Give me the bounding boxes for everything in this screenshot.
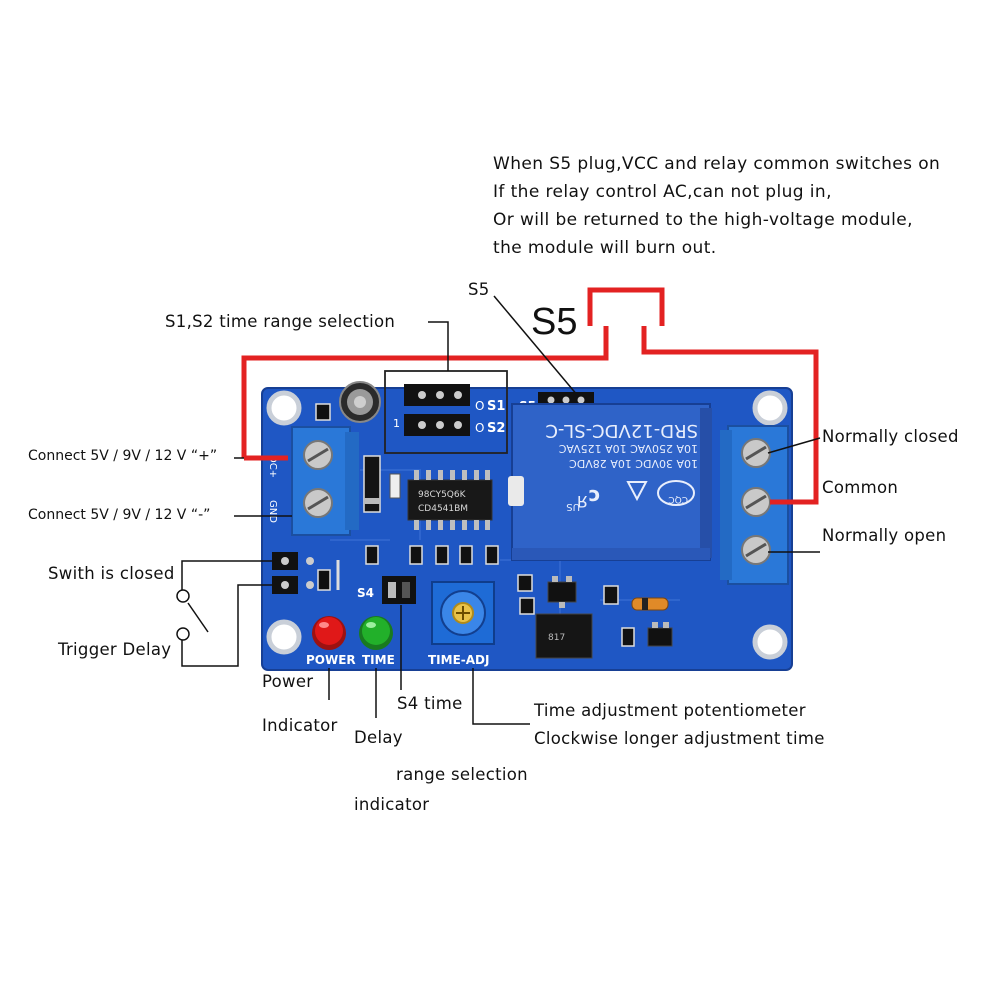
potentiometer-label-2: Clockwise longer adjustment time [534,729,825,748]
relay-ul-logo: c Я [577,485,600,511]
trigger-delay-label: Trigger Delay [58,640,172,659]
jumper-s4 [382,576,416,604]
smd-transistor-2 [647,622,673,647]
s1-s2-range-label: S1,S2 time range selection [165,312,396,331]
cd4541-ic [407,470,493,530]
silk-s2: S2 [487,421,505,436]
relay-terminal-block [720,425,789,585]
svg-text:817: 817 [548,633,565,643]
svg-text:O: O [475,421,484,435]
svg-text:c: c [588,485,600,509]
relay-cqc-logo [657,480,695,506]
electrolytic-capacitor [339,381,381,423]
s5-big-label: S5 [531,301,578,343]
silk-s4: S4 [357,586,374,600]
trigger-header [272,552,340,594]
potentiometer-label-1: Time adjustment potentiometer [534,701,806,720]
svg-text:Я: Я [577,492,588,511]
ic-label-2: CD4541BM [418,504,468,514]
range-selection-label: range selection [396,765,528,784]
optocoupler: 817 [535,613,593,659]
mounting-hole-br [752,624,788,660]
warning-line-3: Or will be returned to the high-voltage … [493,210,913,230]
relay-model: SRD-12VDC-SL-C [545,420,698,441]
switch-contact-bottom [176,627,190,641]
svg-text:1: 1 [393,417,400,430]
common-label: Common [822,478,899,497]
warning-line-2: If the relay control AC,can not plug in, [493,182,832,202]
normally-closed-label: Normally closed [822,427,959,446]
normally-open-label: Normally open [822,526,947,545]
mounting-hole-tr [752,390,788,426]
mounting-hole-tl [266,390,302,426]
power-led [312,616,346,650]
s5-red-wire [241,287,819,505]
smd-resistor-row [365,545,499,565]
smd-diode-left [363,455,381,513]
relay-cqc-text: CQC [668,494,688,504]
mounting-hole-bl [266,619,302,655]
delay-label: Delay [354,728,403,747]
jumper-s1-s2: 1 O O [393,384,484,436]
switch-contact-top [176,589,190,603]
indicator-label: Indicator [262,716,338,735]
power-label: Power [262,672,314,691]
silk-gnd: GND [267,500,278,523]
silk-time-adj: TIME-ADJ [428,653,489,667]
s1-s2-highlight-box [384,370,508,454]
s4-time-label: S4 time [397,694,463,713]
power-terminal-block [291,426,359,536]
ic-label-1: 98CY5Q6K [418,490,467,500]
svg-text:O: O [475,399,484,413]
silk-power: POWER [306,653,356,667]
connect-plus-label: Connect 5V / 9V / 12 V “+” [28,448,218,464]
relay-rating-2: 10A 30VDC 10A 28VDC [569,457,698,470]
silk-dc-plus: DC+ [267,455,278,478]
time-led [359,616,393,650]
warning-line-1: When S5 plug,VCC and relay common switch… [493,154,941,174]
relay-ul-text: US [566,501,580,512]
relay-rating-1: 10A 250VAC 10A 125VAC [558,442,698,455]
silk-s1: S1 [487,399,505,414]
indicator-2-label: indicator [354,795,430,814]
switch-closed-label: Swith is closed [48,564,175,583]
relay-triangle-logo [626,481,648,502]
glass-diode [631,597,669,611]
s5-small-label: S5 [468,280,490,299]
warning-line-4: the module will burn out. [493,238,717,258]
smd-transistor-1 [547,576,577,608]
potentiometer [431,581,495,645]
silk-time: TIME [362,653,395,667]
connect-minus-label: Connect 5V / 9V / 12 V “-” [28,507,211,523]
